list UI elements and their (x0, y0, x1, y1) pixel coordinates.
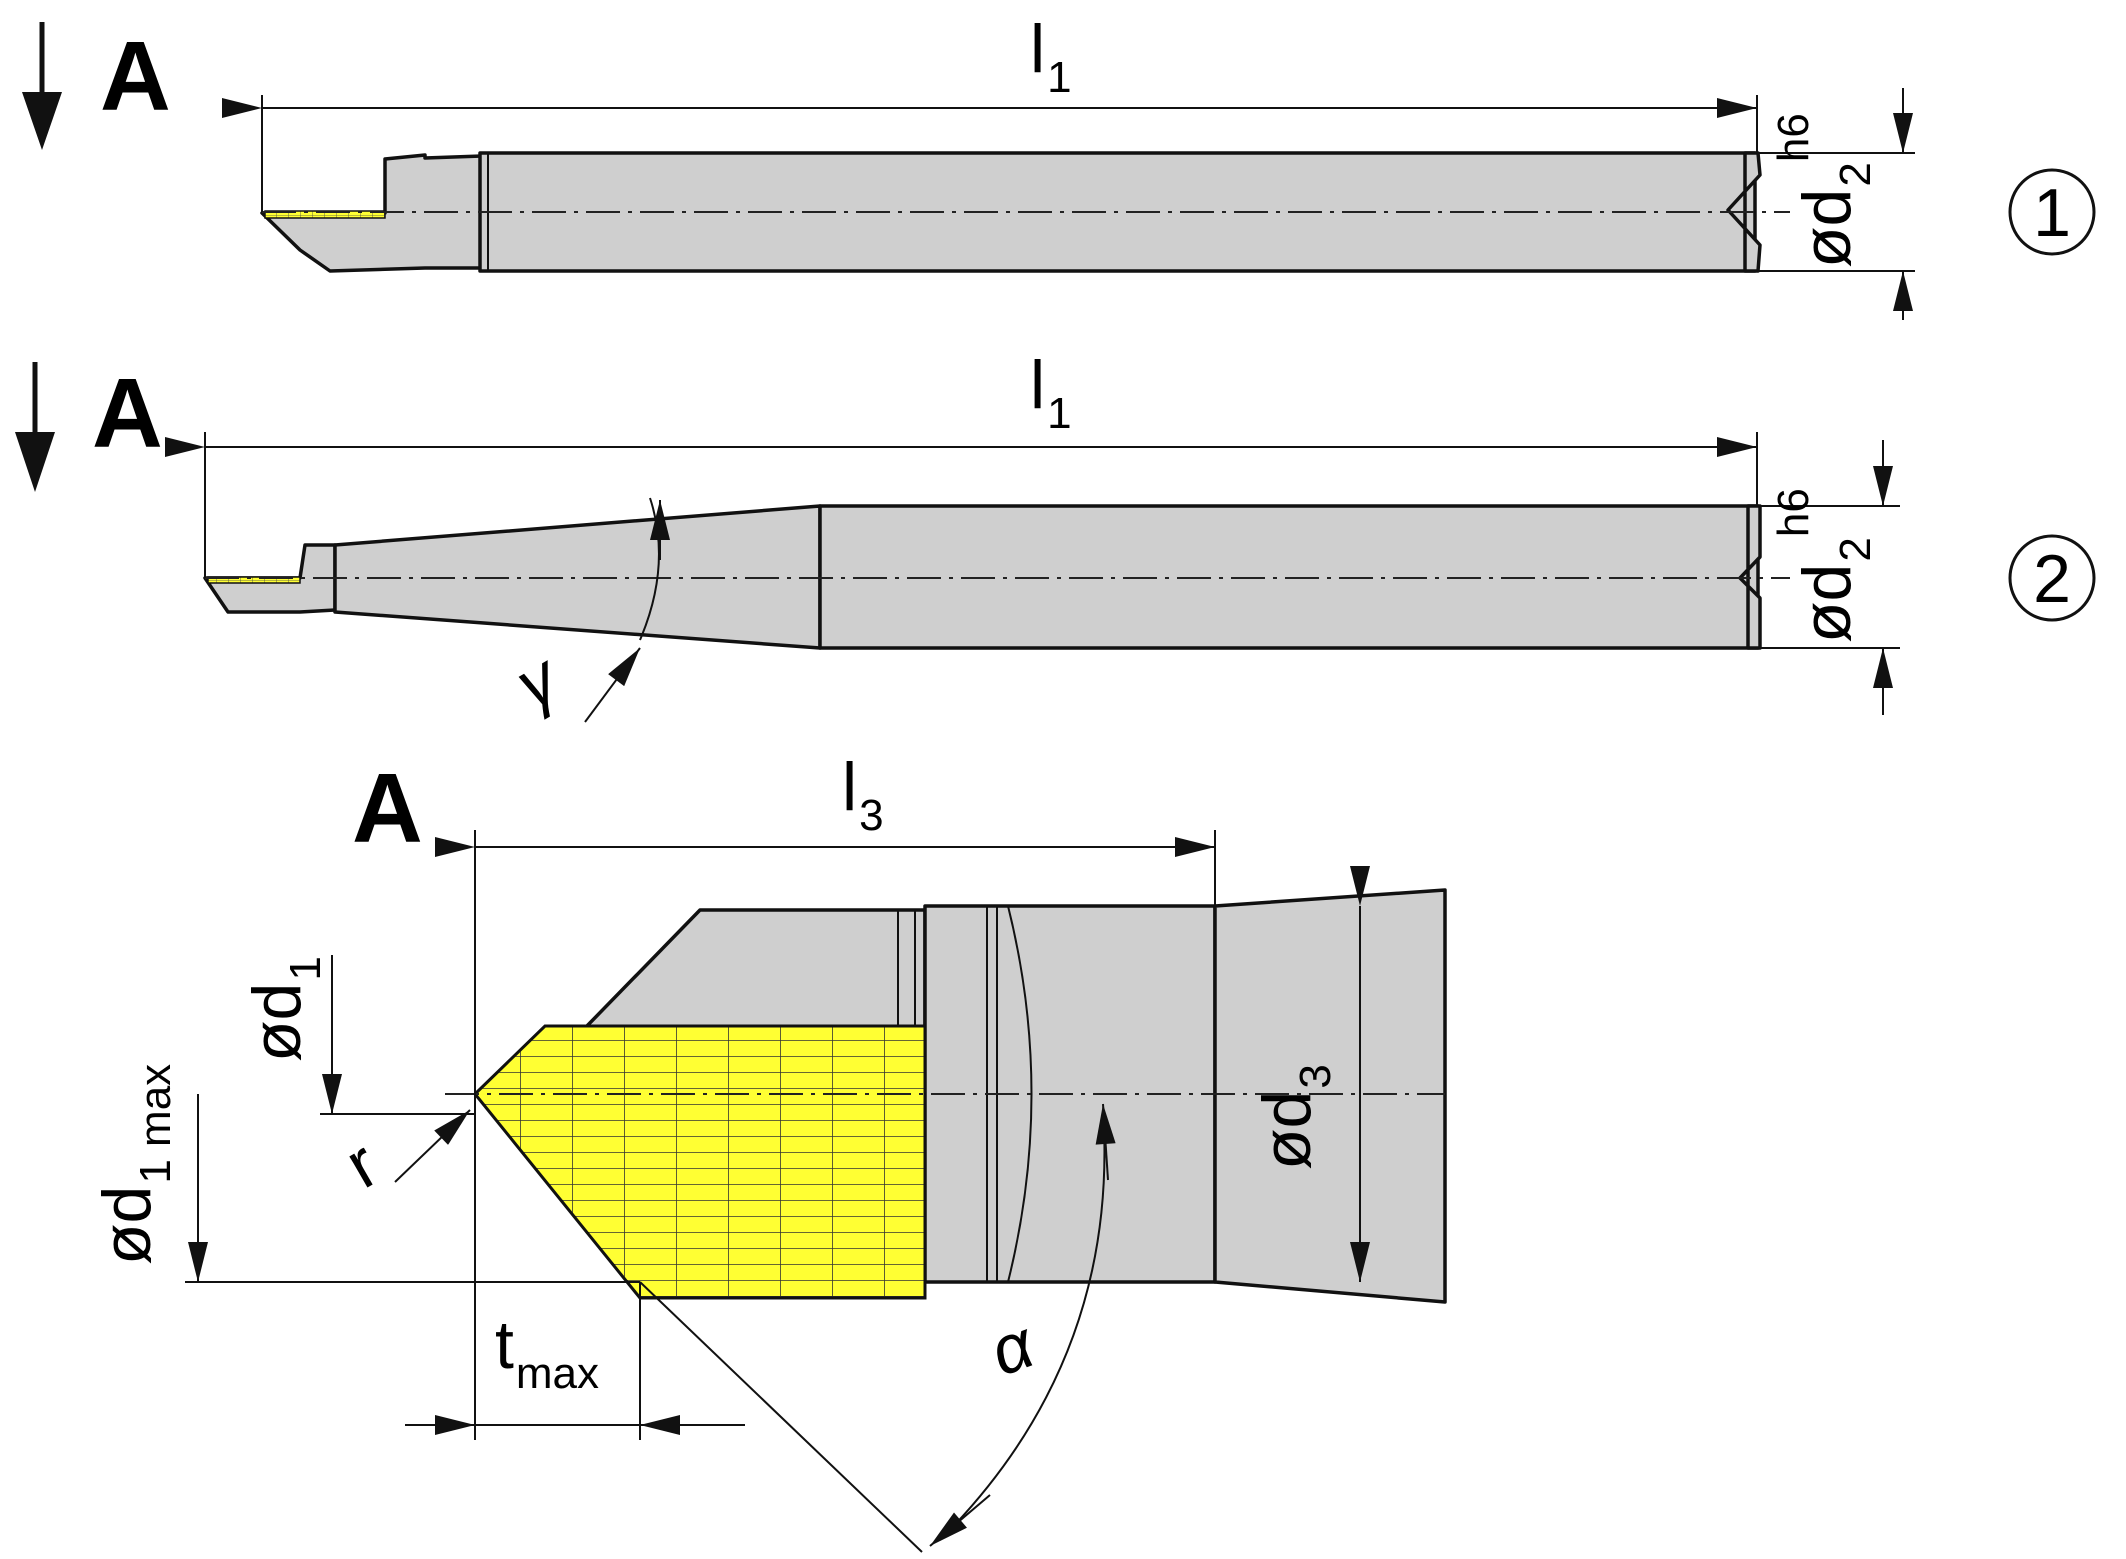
tmax-label: tmax (495, 1307, 599, 1398)
gamma-arrow-bottom (584, 647, 641, 723)
alpha-arc (939, 1109, 1106, 1541)
view-1: A l1 ød2h6 1 (22, 11, 2096, 320)
badge-2 (2008, 534, 2096, 622)
neck-curve (1007, 905, 1033, 1283)
badge-2-label: 2 (2033, 541, 2071, 617)
d2-label-middle: ød2h6 (1769, 488, 1880, 643)
d1max-label: ød1 max (89, 1064, 180, 1265)
down-arrow-icon (22, 22, 62, 150)
alpha-extension (639, 1281, 923, 1553)
badge-1 (2008, 168, 2096, 256)
badge-1-label: 1 (2033, 175, 2071, 251)
shank-end-middle (1738, 504, 1762, 650)
d2-label-top: ød2h6 (1769, 113, 1880, 268)
view-letter-top: A (100, 21, 171, 131)
view-2: A l1 γ ød2h6 2 (15, 347, 2096, 723)
l1-label-middle: l1 (1030, 347, 1072, 438)
d1-label: ød1 (239, 956, 330, 1062)
radius-label: r (333, 1126, 391, 1203)
d3-label: ød3 (1249, 1064, 1340, 1170)
l3-label: l3 (842, 749, 884, 840)
down-arrow-icon (15, 362, 55, 492)
view-letter-middle: A (92, 358, 163, 468)
l1-label-top: l1 (1030, 11, 1072, 102)
tool-shank-top (478, 151, 1757, 273)
alpha-label: α (981, 1305, 1046, 1390)
detail-view: A l3 ød1 ød1 max r ød3 (89, 749, 1447, 1553)
radius-arrow (394, 1109, 471, 1183)
view-letter-detail: A (352, 753, 423, 863)
gamma-label: γ (503, 638, 574, 723)
carbide-insert (472, 1024, 927, 1300)
